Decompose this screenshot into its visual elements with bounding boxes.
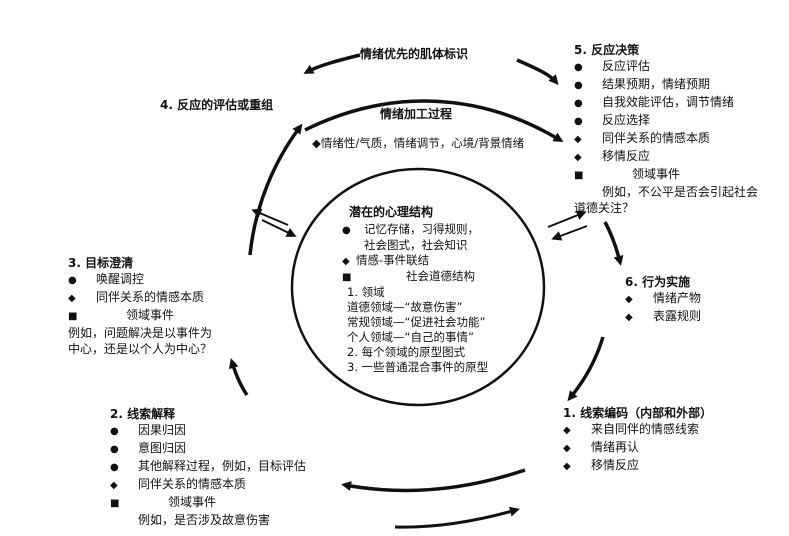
step5-marker: ● [574,98,583,109]
step5-item: 反应评估 [602,59,651,73]
step3-marker: ■ [68,311,78,322]
right-double-arrow-out [547,210,587,228]
step5-marker: ■ [574,170,584,181]
arc-step5-to-step6 [603,221,624,266]
center-line: 常规领域—“促进社会功能” [347,315,486,329]
step2-marker: ● [110,426,119,437]
inner-arc-line: ◆情绪性/气质，情绪调节，心境/背景情绪 [312,136,525,150]
center-item: 情感-事件联结 [356,253,430,267]
step5-block: 5. 反应决策 ● 反应评估 ● 结果预期，情绪预期 ● 自我效能评估，调节情绪 ● 反… [574,42,758,216]
step3-marker: ● [68,275,77,286]
step5-marker: ◆ [574,134,582,145]
step5-item: 移情反应 [602,149,651,163]
step1-marker: ◆ [563,425,571,436]
step5-item: 领域事件 [632,167,681,181]
step3-item: 同伴关系的情感本质 [96,290,205,304]
center-title: 潜在的心理结构 [349,205,434,219]
step2-block: 2. 线索解释 ● 因果归因 ● 意图归因 ● 其他解释过程，例如，目标评估 ◆ 同伴关… [110,406,306,528]
center-lines: 1. 领域 道德领域—“故意伤害” 常规领域—“促进社会功能” 个人领域—“自己… [347,285,488,375]
center-line: 个人领域—“自己的事情” [347,330,474,344]
step3-title: 3. 目标澄清 [68,256,134,270]
step5-marker: ● [574,80,583,91]
step2-marker: ◆ [110,480,118,491]
step5-marker: ◆ [574,152,582,163]
arc-step6-to-step1 [567,336,605,402]
step5-example: 道德关注？ [574,201,635,215]
step2-item: 因果归因 [138,423,187,437]
center-marker: ● [342,225,351,236]
step2-example: 例如，是否涉及故意伤害 [138,513,271,527]
arc-top-label: 情绪优先的肌体标识 [360,47,469,61]
step5-item: 反应选择 [602,113,651,127]
step6-item: 表露规则 [653,309,702,323]
step1-item: 情绪再认 [591,440,640,454]
left-double-arrow-out [251,208,289,226]
step5-item: 结果预期，情绪预期 [602,77,711,91]
step3-marker: ◆ [68,293,76,304]
step1-marker: ◆ [563,443,571,454]
step5-item: 自我效能评估，调节情绪 [602,95,735,109]
center-item: 社会道德结构 [406,269,475,283]
step3-example: 中心，还是以个人为中心？ [68,342,213,356]
step3-item: 领域事件 [126,308,175,322]
step2-title: 2. 线索解释 [110,407,176,421]
center-marker: ■ [342,272,352,283]
step6-marker: ◆ [625,294,633,305]
step3-block: 3. 目标澄清 ● 唤醒调控 ◆ 同伴关系的情感本质 ■ 领域事件 例如，问题解决是以… [68,255,212,357]
center-items: ● 记忆存储，习得规则， 社会图式，社会知识 ◆ 情感-事件联结 ■ 社会道德结构 [342,222,479,285]
arc-bottom-lower [394,506,520,529]
step1-item: 来自同伴的情感线索 [591,422,700,436]
step5-title: 5. 反应决策 [574,43,640,57]
step5-item: 同伴关系的情感本质 [602,131,711,145]
step3-example: 例如，问题解决是以事件为 [68,326,213,340]
step5-marker: ● [574,116,583,127]
step2-item: 同伴关系的情感本质 [138,477,247,491]
step2-marker: ■ [110,498,120,509]
step1-item: 移情反应 [591,458,640,472]
step6-marker: ◆ [625,312,633,323]
arc-step3-to-step4 [248,123,303,256]
step1-block: 1. 线索编码（内部和外部） ◆ 来自同伴的情感线索 ◆ 情绪再认 ◆ 移情反应 [563,405,712,475]
center-item: 记忆存储，习得规则， [364,222,479,236]
center-line: 3. 一些普通混合事件的原型 [347,360,489,374]
step5-example: 例如，不公平是否会引起社会 [602,185,759,199]
left-double-arrow-in [261,219,297,237]
step3-item: 唤醒调控 [96,272,145,286]
step6-block: 6. 行为实施 ◆ 情绪产物 ◆ 表露规则 [625,274,701,326]
step6-item: 情绪产物 [653,291,702,305]
center-line: 2. 每个领域的原型图式 [347,345,466,359]
center-line: 1. 领域 [347,285,385,299]
arc-step2-to-step3 [228,358,249,397]
center-structure-circle [290,167,546,407]
step2-marker: ● [110,462,119,473]
step2-marker: ● [110,444,119,455]
arc-step1-to-step2 [341,468,526,493]
step1-marker: ◆ [563,461,571,472]
right-double-arrow-in [551,225,588,241]
inner-arc-title: 情绪加工过程 [380,107,453,121]
step4-title: 4. 反应的评估或重组 [160,98,274,112]
step1-title: 1. 线索编码（内部和外部） [563,406,713,420]
arc-top-to-step5 [516,58,559,86]
step5-marker: ● [574,62,583,73]
step6-title: 6. 行为实施 [625,275,691,289]
step2-item: 意图归因 [138,441,187,455]
center-item: 社会图式，社会知识 [364,238,468,252]
center-line: 道德领域—“故意伤害” [347,300,463,314]
center-marker: ◆ [342,256,350,267]
step2-item: 其他解释过程，例如，目标评估 [138,459,307,473]
step2-item: 领域事件 [168,495,217,509]
inner-arc-emotion-process [304,99,564,143]
arc-top-left [303,53,361,74]
